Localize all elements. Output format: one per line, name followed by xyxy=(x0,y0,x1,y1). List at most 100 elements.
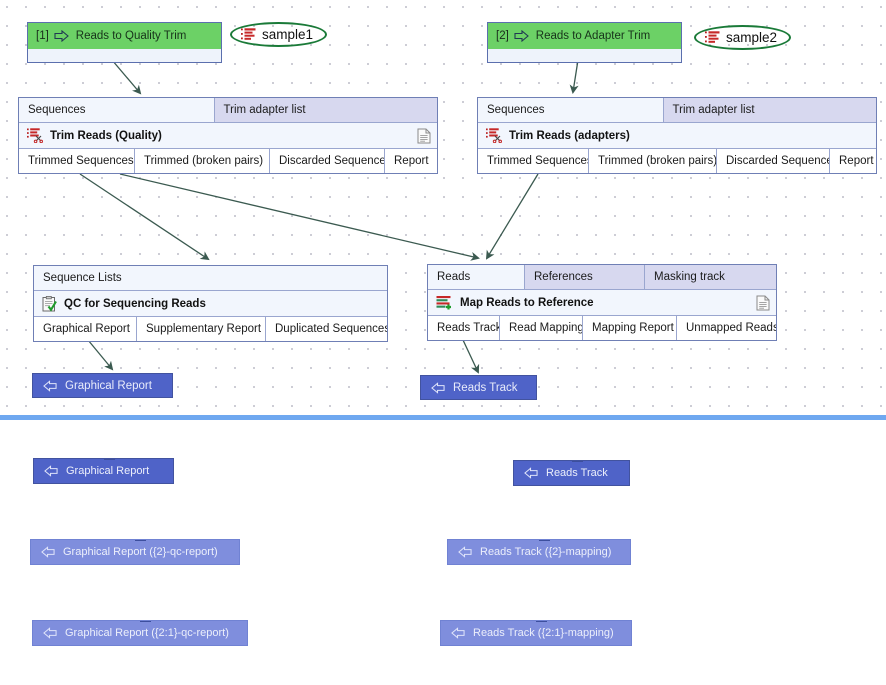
chip-connector-nub xyxy=(536,621,547,622)
node-map-name: Map Reads to Reference xyxy=(460,296,594,309)
chip-connector-nub xyxy=(140,621,151,622)
out-supplementary-report[interactable]: Supplementary Report xyxy=(137,317,266,341)
chip-connector-nub xyxy=(103,459,115,460)
out-report[interactable]: Report xyxy=(830,149,876,173)
output-arrow-icon xyxy=(458,546,472,558)
output-arrow-icon xyxy=(43,379,57,392)
result-row: Reads Track ({2}-mapping) xyxy=(447,539,631,565)
node-trim-quality-title[interactable]: Trim Reads (Quality) xyxy=(19,123,437,149)
input-node-2-index: [2] xyxy=(496,30,509,42)
node-map-input-ports: Reads References Masking track xyxy=(428,265,776,290)
node-trim-adapters-title[interactable]: Trim Reads (adapters) xyxy=(478,123,876,149)
result-chip-reads-track-1[interactable]: Reads Track xyxy=(513,460,630,486)
input-node-1-header[interactable]: [1] Reads to Quality Trim xyxy=(28,23,221,49)
out-duplicated-sequences[interactable]: Duplicated Sequences xyxy=(266,317,387,341)
port-sequence-lists[interactable]: Sequence Lists xyxy=(34,266,387,290)
node-map-reads-to-reference[interactable]: Reads References Masking track Map Reads… xyxy=(427,264,777,341)
input-node-2-header[interactable]: [2] Reads to Adapter Trim xyxy=(488,23,681,49)
sample-chip-2[interactable]: sample2 xyxy=(694,25,792,50)
result-row: Reads Track ({2:1}-mapping) xyxy=(440,620,632,646)
node-qc-name: QC for Sequencing Reads xyxy=(64,297,206,310)
input-arrow-icon xyxy=(54,30,69,42)
result-chip-label: Graphical Report ({2:1}-qc-report) xyxy=(65,627,229,639)
result-chip-graphical-report-2[interactable]: Graphical Report ({2}-qc-report) xyxy=(30,539,240,565)
result-row: Graphical Report ({2}-qc-report) xyxy=(30,539,240,565)
out-reads-track[interactable]: Reads Track xyxy=(428,316,500,340)
chip-connector-nub xyxy=(539,540,550,541)
output-arrow-icon xyxy=(41,546,55,558)
output-node-reads-track[interactable]: Reads Track xyxy=(420,375,537,400)
result-chip-label: Graphical Report xyxy=(66,465,150,477)
result-row: Reads Track xyxy=(513,460,630,486)
node-trim-reads-quality[interactable]: Sequences Trim adapter list Trim Reads (… xyxy=(18,97,438,174)
port-sequences[interactable]: Sequences xyxy=(478,98,664,122)
node-map-output-ports: Reads Track Read Mapping Mapping Report … xyxy=(428,316,776,340)
node-trim-adapters-input-ports: Sequences Trim adapter list xyxy=(478,98,876,123)
out-report[interactable]: Report xyxy=(385,149,437,173)
output-node-graphical-report[interactable]: Graphical Report xyxy=(32,373,173,398)
report-document-icon[interactable] xyxy=(417,128,431,144)
output-node-reads-track-label: Reads Track xyxy=(453,381,518,394)
node-qc-for-sequencing-reads[interactable]: Sequence Lists QC for Sequencing Reads G… xyxy=(33,265,388,342)
pane-divider[interactable] xyxy=(0,415,886,420)
port-masking-track[interactable]: Masking track xyxy=(645,265,776,289)
input-node-1-body xyxy=(28,49,221,62)
trim-reads-icon xyxy=(27,128,43,143)
out-discarded-sequences[interactable]: Discarded Sequences xyxy=(270,149,385,173)
result-chip-reads-track-2[interactable]: Reads Track ({2}-mapping) xyxy=(447,539,631,565)
result-chip-graphical-report-1[interactable]: Graphical Report xyxy=(33,458,174,484)
node-qc-title[interactable]: QC for Sequencing Reads xyxy=(34,291,387,317)
input-node-2[interactable]: [2] Reads to Adapter Trim xyxy=(487,22,682,63)
result-chip-label: Graphical Report ({2}-qc-report) xyxy=(63,546,218,558)
out-discarded-sequences[interactable]: Discarded Sequences xyxy=(717,149,830,173)
results-pane: Graphical Report sample1 (trimmed) - gra… xyxy=(0,420,886,685)
input-node-2-label: Reads to Adapter Trim xyxy=(535,30,651,42)
map-reads-icon xyxy=(436,296,451,310)
port-sequences[interactable]: Sequences xyxy=(19,98,215,122)
port-trim-adapter-list[interactable]: Trim adapter list xyxy=(663,98,876,122)
out-graphical-report[interactable]: Graphical Report xyxy=(34,317,137,341)
output-arrow-icon xyxy=(431,381,445,394)
out-trimmed-sequences[interactable]: Trimmed Sequences xyxy=(478,149,589,173)
trim-reads-icon xyxy=(486,128,502,143)
input-arrow-icon xyxy=(514,30,529,42)
node-trim-quality-output-ports: Trimmed Sequences Trimmed (broken pairs)… xyxy=(19,149,437,173)
input-node-2-body xyxy=(488,49,681,62)
node-trim-quality-input-ports: Sequences Trim adapter list xyxy=(19,98,437,123)
output-node-graphical-report-label: Graphical Report xyxy=(65,379,152,392)
port-references[interactable]: References xyxy=(525,265,645,289)
port-trim-adapter-list[interactable]: Trim adapter list xyxy=(214,98,437,122)
chip-connector-nub xyxy=(571,461,583,462)
input-node-1-index: [1] xyxy=(36,30,49,42)
out-trimmed-broken-pairs[interactable]: Trimmed (broken pairs) xyxy=(135,149,270,173)
node-trim-adapters-name: Trim Reads (adapters) xyxy=(509,129,630,142)
result-chip-label: Reads Track ({2}-mapping) xyxy=(480,546,612,558)
result-chip-label: Reads Track xyxy=(546,467,608,479)
qc-clipboard-icon xyxy=(42,295,57,312)
node-qc-input-ports: Sequence Lists xyxy=(34,266,387,291)
result-chip-graphical-report-3[interactable]: Graphical Report ({2:1}-qc-report) xyxy=(32,620,248,646)
output-arrow-icon xyxy=(43,627,57,639)
input-node-1[interactable]: [1] Reads to Quality Trim xyxy=(27,22,222,63)
node-trim-reads-adapters[interactable]: Sequences Trim adapter list Trim Reads (… xyxy=(477,97,877,174)
node-qc-output-ports: Graphical Report Supplementary Report Du… xyxy=(34,317,387,341)
node-map-title[interactable]: Map Reads to Reference xyxy=(428,290,776,316)
sample-chip-2-label: sample2 xyxy=(726,30,778,45)
sample-chip-1[interactable]: sample1 xyxy=(230,22,328,47)
result-chip-reads-track-3[interactable]: Reads Track ({2:1}-mapping) xyxy=(440,620,632,646)
out-trimmed-sequences[interactable]: Trimmed Sequences xyxy=(19,149,135,173)
node-trim-quality-name: Trim Reads (Quality) xyxy=(50,129,162,142)
out-read-mapping[interactable]: Read Mapping xyxy=(500,316,583,340)
output-arrow-icon xyxy=(44,465,58,477)
report-document-icon[interactable] xyxy=(756,295,770,311)
workflow-canvas[interactable]: [1] Reads to Quality Trim sample1 xyxy=(0,0,886,414)
output-arrow-icon xyxy=(524,467,538,479)
port-reads[interactable]: Reads xyxy=(428,265,525,289)
out-mapping-report[interactable]: Mapping Report xyxy=(583,316,677,340)
out-trimmed-broken-pairs[interactable]: Trimmed (broken pairs) xyxy=(589,149,717,173)
sequence-list-icon xyxy=(241,28,256,40)
output-arrow-icon xyxy=(451,627,465,639)
result-row: Graphical Report xyxy=(33,458,174,484)
out-unmapped-reads[interactable]: Unmapped Reads xyxy=(677,316,776,340)
